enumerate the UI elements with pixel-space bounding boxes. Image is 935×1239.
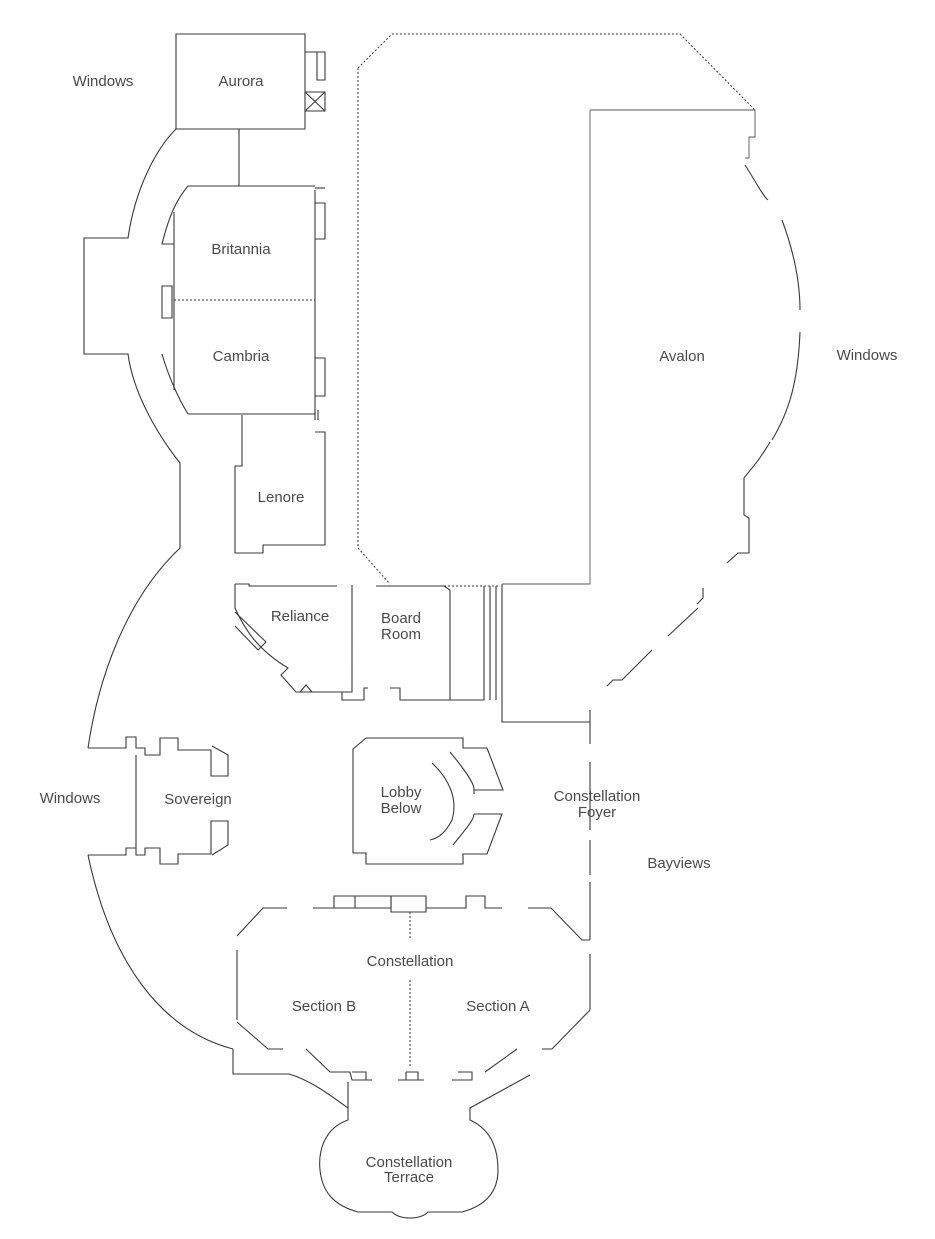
- board-room-walls: [376, 585, 497, 701]
- left-corridor-outer-wall: [83, 128, 349, 1109]
- room-section-b[interactable]: Section B: [292, 998, 356, 1015]
- room-label-constellation-terrace-line-2: Terrace: [384, 1169, 434, 1186]
- room-label-lenore: Lenore: [258, 489, 305, 506]
- room-label-aurora: Aurora: [218, 73, 264, 90]
- room-avalon[interactable]: Avalon: [659, 348, 705, 365]
- room-constellation[interactable]: Constellation: [367, 953, 454, 970]
- reliance-room-walls: [234, 583, 368, 701]
- room-label-avalon: Avalon: [659, 348, 705, 365]
- room-label-constellation: Constellation: [367, 953, 454, 970]
- room-board-room[interactable]: Board Room: [381, 610, 421, 643]
- room-label-sovereign: Sovereign: [164, 791, 232, 808]
- bayviews-label: Bayviews: [647, 855, 710, 872]
- room-label-britannia: Britannia: [211, 241, 271, 258]
- svg-text:Windows: Windows: [40, 790, 101, 807]
- room-constellation-terrace[interactable]: Constellation Terrace: [366, 1154, 453, 1186]
- room-cambria[interactable]: Cambria: [213, 348, 270, 365]
- room-aurora[interactable]: Aurora: [218, 73, 264, 90]
- svg-text:Windows: Windows: [837, 347, 898, 364]
- room-sovereign[interactable]: Sovereign: [164, 791, 232, 808]
- room-britannia[interactable]: Britannia: [211, 241, 271, 258]
- room-label-board-room-line-2: Room: [381, 626, 421, 643]
- lenore-room-walls: [234, 410, 326, 554]
- room-lenore[interactable]: Lenore: [258, 489, 305, 506]
- windows-label-left-bottom: Windows: [40, 790, 101, 807]
- windows-label-left-top: Windows: [73, 73, 134, 90]
- sovereign-room-walls: [88, 736, 229, 865]
- avalon-room-walls: [357, 33, 801, 723]
- constellation-terrace-walls: [319, 1074, 531, 1219]
- svg-text:Windows: Windows: [73, 73, 134, 90]
- room-label-lobby-below-line-1: Lobby: [381, 784, 422, 801]
- room-label-constellation-foyer-line-1: Constellation: [554, 788, 641, 805]
- room-label-section-b: Section B: [292, 998, 356, 1015]
- room-constellation-foyer[interactable]: Constellation Foyer: [554, 788, 641, 821]
- room-label-constellation-terrace-line-1: Constellation: [366, 1154, 453, 1171]
- svg-text:Bayviews: Bayviews: [647, 855, 710, 872]
- britannia-cambria-walls: [161, 185, 326, 415]
- lobby-below-walls: [352, 737, 504, 865]
- constellation-ballroom-walls: [236, 895, 591, 1081]
- room-reliance[interactable]: Reliance: [271, 608, 329, 625]
- room-section-a[interactable]: Section A: [466, 998, 529, 1015]
- room-lobby-below[interactable]: Lobby Below: [381, 784, 422, 817]
- windows-label-right: Windows: [837, 347, 898, 364]
- room-label-cambria: Cambria: [213, 348, 270, 365]
- room-label-section-a: Section A: [466, 998, 529, 1015]
- room-label-constellation-foyer-line-2: Foyer: [578, 804, 616, 821]
- aurora-room-walls: [175, 33, 326, 186]
- room-label-lobby-below-line-2: Below: [381, 800, 422, 817]
- room-label-reliance: Reliance: [271, 608, 329, 625]
- room-label-board-room-line-1: Board: [381, 610, 421, 627]
